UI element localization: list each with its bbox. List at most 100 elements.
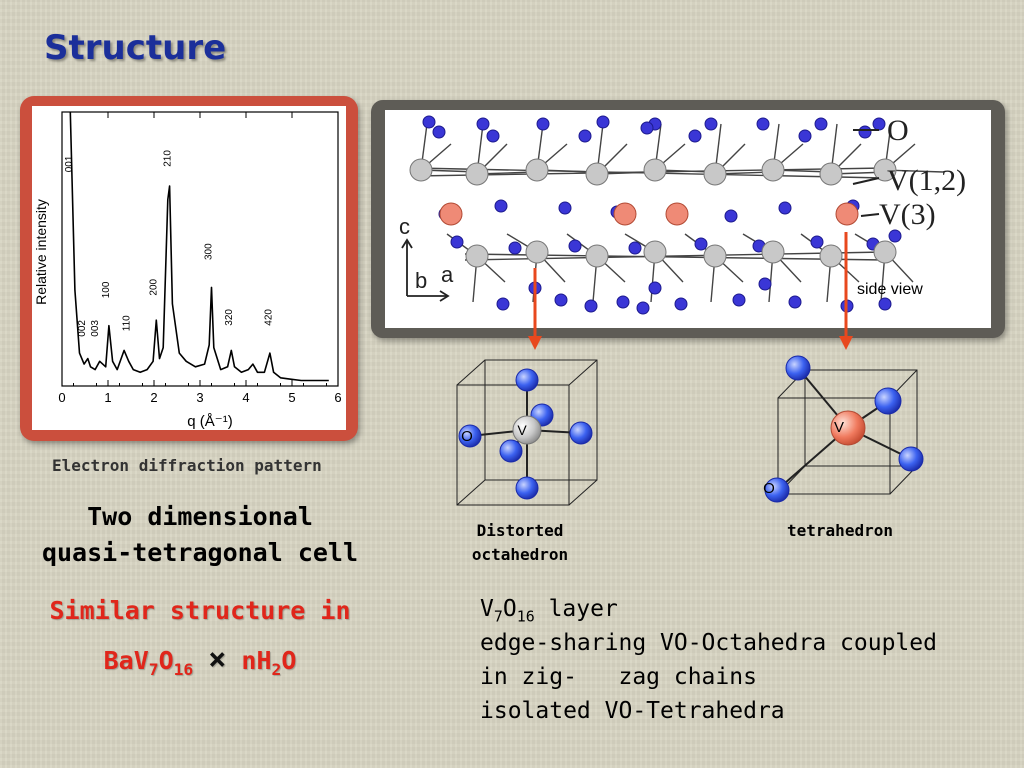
y-axis-label: Relative intensity [33,199,49,305]
axis-indicator: c b a [399,214,454,302]
formula-sub-2: 2 [271,660,282,679]
oxygen-atom [515,368,539,392]
octahedron-caption-line2: octahedron [471,545,569,564]
x-tick-label: 5 [288,390,295,405]
oxygen-atom [636,301,650,315]
formula-sub-16: 16 [173,660,194,679]
plot-caption: Electron diffraction pattern [52,456,322,475]
side-view-label: side view [857,281,923,298]
x-tick-label: 4 [242,390,249,405]
vanadium-atom [465,162,489,186]
oxygen-atom [568,239,582,253]
arrow-to-tetrahedron [839,232,853,350]
vanadium-atom [525,158,549,182]
crystal-structure-frame: c b a O V(1,2) V(3) side view [371,100,1005,338]
vanadium-atom [585,244,609,268]
two-dim-heading-line1: Two dimensional [87,502,313,531]
formula-o: O [158,646,174,675]
layer-word: layer [534,596,618,622]
oxygen-atom [694,237,708,251]
octahedron-o-label: O [461,428,473,445]
vanadium-atom [512,415,542,445]
slide-title: Structure [44,28,227,68]
oxygen-atom [578,129,592,143]
oxygen-atom [778,201,792,215]
tetrahedron-cell [777,369,918,495]
peak-label: 200 [148,278,159,295]
oxygen-atom [724,209,738,223]
oxygen-atom [458,424,482,448]
vanadium-3-atom [613,202,637,226]
arrow-to-octahedron [528,268,542,350]
oxygen-atom [688,129,702,143]
oxygen-atom [569,421,593,445]
two-dim-heading-line2: quasi-tetragonal cell [41,538,359,567]
oxygen-atom [785,355,811,381]
edge-sharing-line: edge-sharing VO-Octahedra coupled [480,630,937,656]
oxygen-atom [798,129,812,143]
vanadium-atom [465,244,489,268]
axis-b-label: b [415,268,427,293]
vanadium-atom [819,244,843,268]
vanadium-atom [409,158,433,182]
oxygen-atom [494,199,508,213]
oxygen-atom [616,295,630,309]
peak-label: 420 [263,309,274,326]
layer-sub-7: 7 [493,607,503,626]
vanadium-atom [585,162,609,186]
oxygen-atom [874,387,902,415]
legend-v3: V(3) [879,198,936,231]
vanadium-3-atom [835,202,859,226]
octahedron-cell [456,359,598,506]
oxygen-atom [499,439,523,463]
vanadium-atom [643,158,667,182]
tetrahedron-atoms [764,355,924,503]
axis-a-label: a [441,262,454,287]
legend-v12: V(1,2) [887,164,966,197]
oxygen-atom [758,277,772,291]
octahedron-v-label: V [517,422,527,438]
oxygen-atom [648,281,662,295]
oxygen-atom [810,235,824,249]
x-tick-label: 3 [196,390,203,405]
layer-o: O [502,596,517,622]
tetrahedron-o-label: O [763,480,775,497]
oxygen-atom [515,476,539,500]
octahedron-atoms [458,368,593,500]
formula-bav: BaV [103,646,149,675]
oxygen-atom [508,241,522,255]
peak-label: 300 [204,243,215,260]
x-axis-label: q (Å⁻¹) [187,413,232,430]
oxygen-atom [476,117,490,131]
peak-label: 002 [77,320,88,337]
times-symbol: × [208,642,227,677]
legend-o: O [887,114,909,147]
oxygen-atom [788,295,802,309]
zigzag-line: in zig- zag chains [480,664,757,690]
oxygen-atom [628,241,642,255]
formula-nh: nH [241,646,272,675]
vanadium-atom [873,240,897,264]
vanadium-atom [819,162,843,186]
tetrahedron-v-label: V [834,419,844,436]
oxygen-atom [674,297,688,311]
oxygen-atom [450,235,464,249]
vanadium-3-atom [439,202,463,226]
intensity-line [69,111,329,382]
oxygen-atom [764,477,790,503]
vanadium-atom [703,244,727,268]
oxygen-atom [888,229,902,243]
oxygen-atom [486,129,500,143]
oxygen-atom [422,115,436,129]
axis-c-label: c [399,214,410,239]
oxygen-atom [814,117,828,131]
vanadium-atom [703,162,727,186]
oxygen-atom [558,201,572,215]
octahedron-caption-line1: Distorted [476,521,564,540]
oxygen-atom [732,293,746,307]
x-tick-label: 1 [104,390,111,405]
